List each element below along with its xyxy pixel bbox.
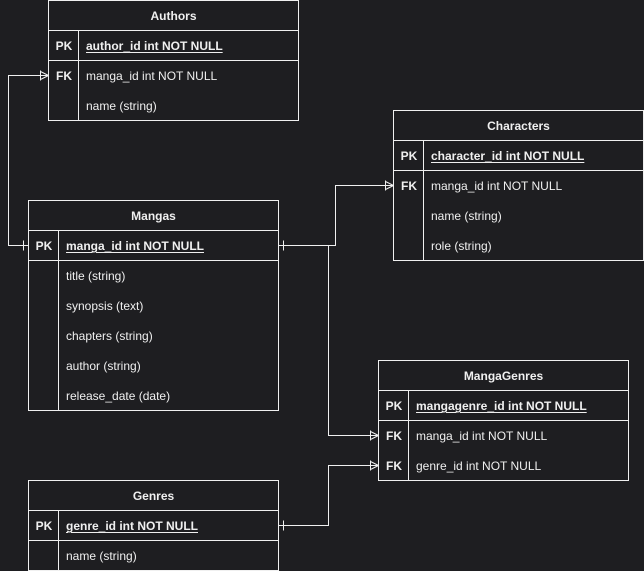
column-name: mangagenre_id int NOT NULL xyxy=(416,399,587,413)
table-characters[interactable]: Characters PK character_id int NOT NULL … xyxy=(393,110,644,261)
key-badge: PK xyxy=(385,399,403,413)
key-badge: PK xyxy=(35,519,53,533)
key-badge: FK xyxy=(56,69,72,83)
table-title: Authors xyxy=(49,1,298,31)
table-row: FK manga_id int NOT NULL xyxy=(49,61,298,91)
column-name: manga_id int NOT NULL xyxy=(416,429,548,443)
table-row: name (string) xyxy=(49,91,298,121)
key-badge xyxy=(29,541,59,571)
table-title: Characters xyxy=(394,111,643,141)
column-name: manga_id int NOT NULL xyxy=(86,69,218,83)
column-name: chapters (string) xyxy=(66,329,153,343)
key-badge xyxy=(29,381,59,411)
key-column-divider xyxy=(58,231,59,410)
table-row: PK genre_id int NOT NULL xyxy=(29,511,278,541)
table-row: author (string) xyxy=(29,351,278,381)
table-row: release_date (date) xyxy=(29,381,278,411)
column-name: manga_id int NOT NULL xyxy=(66,239,204,253)
relation-mangas-mangagenres xyxy=(328,245,379,436)
key-badge: FK xyxy=(386,429,402,443)
column-name: genre_id int NOT NULL xyxy=(416,459,542,473)
table-row: PK character_id int NOT NULL xyxy=(394,141,643,171)
table-row: chapters (string) xyxy=(29,321,278,351)
column-name: name (string) xyxy=(86,99,157,113)
table-row: name (string) xyxy=(29,541,278,571)
table-row: PK manga_id int NOT NULL xyxy=(29,231,278,261)
key-badge xyxy=(29,321,59,351)
key-column-divider xyxy=(408,391,409,480)
column-name: name (string) xyxy=(431,209,502,223)
column-name: author (string) xyxy=(66,359,141,373)
column-name: character_id int NOT NULL xyxy=(431,149,585,163)
table-genres[interactable]: Genres PK genre_id int NOT NULL name (st… xyxy=(28,480,279,571)
key-badge xyxy=(394,201,424,231)
table-authors[interactable]: Authors PK author_id int NOT NULL FK man… xyxy=(48,0,299,121)
column-name: manga_id int NOT NULL xyxy=(431,179,563,193)
key-badge: PK xyxy=(400,149,418,163)
table-row: FK genre_id int NOT NULL xyxy=(379,451,628,481)
key-column-divider xyxy=(78,31,79,120)
key-badge xyxy=(49,91,79,121)
key-badge: PK xyxy=(55,39,73,53)
key-badge: FK xyxy=(401,179,417,193)
relation-mangas-characters xyxy=(278,185,394,246)
key-column-divider xyxy=(423,141,424,260)
key-badge: FK xyxy=(386,459,402,473)
key-badge: PK xyxy=(35,239,53,253)
table-row: FK manga_id int NOT NULL xyxy=(394,171,643,201)
column-name: synopsis (text) xyxy=(66,299,144,313)
table-row: title (string) xyxy=(29,261,278,291)
key-badge xyxy=(394,231,424,261)
column-name: title (string) xyxy=(66,269,126,283)
table-title: Genres xyxy=(29,481,278,511)
key-badge xyxy=(29,261,59,291)
column-name: role (string) xyxy=(431,239,492,253)
key-badge xyxy=(29,291,59,321)
table-mangas[interactable]: Mangas PK manga_id int NOT NULL title (s… xyxy=(28,200,279,411)
column-name: release_date (date) xyxy=(66,389,171,403)
table-title: Mangas xyxy=(29,201,278,231)
relation-genres-mangagenres xyxy=(278,465,379,526)
crow-foot-characters xyxy=(385,180,394,191)
key-badge xyxy=(29,351,59,381)
table-row: role (string) xyxy=(394,231,643,261)
table-row: synopsis (text) xyxy=(29,291,278,321)
column-name: author_id int NOT NULL xyxy=(86,39,223,53)
table-mangagenres[interactable]: MangaGenres PK mangagenre_id int NOT NUL… xyxy=(378,360,629,481)
table-row: PK mangagenre_id int NOT NULL xyxy=(379,391,628,421)
relation-authors-mangas xyxy=(8,75,49,246)
column-name: name (string) xyxy=(66,549,137,563)
table-row: PK author_id int NOT NULL xyxy=(49,31,298,61)
table-row: name (string) xyxy=(394,201,643,231)
crow-foot-authors xyxy=(40,70,49,81)
table-title: MangaGenres xyxy=(379,361,628,391)
crow-foot-mangagenres-genre xyxy=(370,460,379,471)
table-row: FK manga_id int NOT NULL xyxy=(379,421,628,451)
column-name: genre_id int NOT NULL xyxy=(66,519,198,533)
crow-foot-mangagenres-manga xyxy=(370,430,379,441)
